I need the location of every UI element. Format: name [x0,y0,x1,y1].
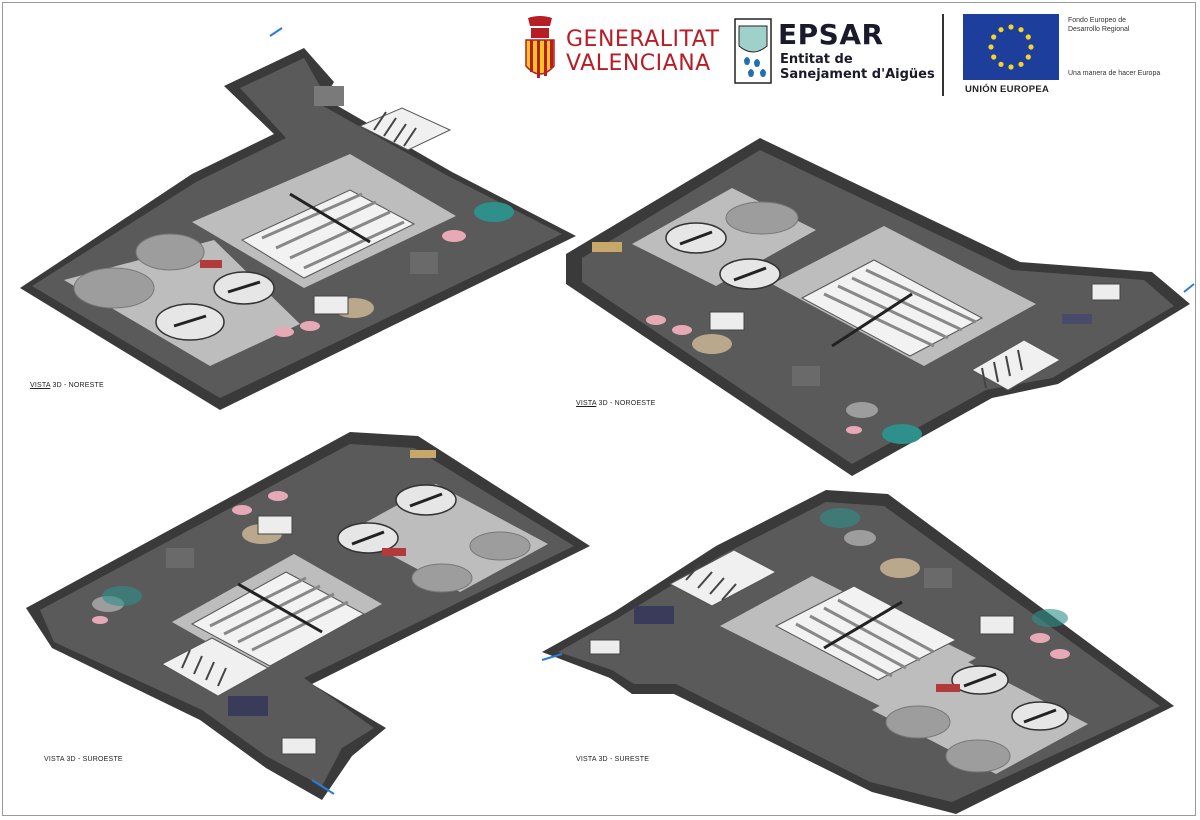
eu-label: UNIÓN EUROPEA [965,84,1050,95]
epsar-title: EPSAR [778,18,884,51]
plant-render-noreste [20,27,576,410]
caption-noreste-text: 3D - NORESTE [50,382,104,389]
epsar-sub-line2: Sanejament d'Aigües [780,67,935,82]
coat-of-arms-icon [525,16,555,78]
water-drops-icon [734,18,772,84]
plant-render-sureste [541,490,1174,814]
eu-fund-line1: Fondo Europeo de [1068,17,1126,24]
caption-noroeste-text: 3D - NOROESTE [596,400,656,407]
eu-flag-icon [963,14,1059,80]
logo-divider [942,14,944,96]
generalitat-line2: VALENCIANA [566,51,711,76]
generalitat-logo-text: GENERALITAT VALENCIANA [566,28,720,76]
caption-sureste: VISTA 3D - SURESTE [576,756,649,763]
view-3d-suroeste [22,428,592,800]
logos-header: GENERALITAT VALENCIANA EPSAR Entitat de … [0,0,1200,110]
caption-suroeste-text: VISTA 3D - SUROESTE [44,756,123,763]
caption-sureste-text: VISTA 3D - SURESTE [576,756,650,763]
plant-render-noroeste [566,138,1195,476]
view-3d-sureste [540,488,1176,814]
eu-fund-line2: Desarrollo Regional [1068,26,1130,33]
caption-noreste: VISTA 3D - NORESTE [30,382,104,389]
epsar-subtitle: Entitat de Sanejament d'Aigües [780,52,935,82]
eu-motto: Una manera de hacer Europa [1068,70,1161,77]
caption-noroeste: VISTA 3D - NOROESTE [576,400,656,407]
caption-noreste-underlined: VISTA [30,382,51,389]
eu-fund-text: Fondo Europeo de Desarrollo Regional [1068,16,1178,34]
view-3d-noroeste [562,134,1196,476]
caption-noroeste-underlined: VISTA [576,400,597,407]
view-3d-noreste [14,26,584,410]
caption-suroeste: VISTA 3D - SUROESTE [44,756,123,763]
generalitat-line1: GENERALITAT [566,27,720,52]
epsar-sub-line1: Entitat de [780,52,853,67]
plant-render-suroeste [26,432,590,800]
